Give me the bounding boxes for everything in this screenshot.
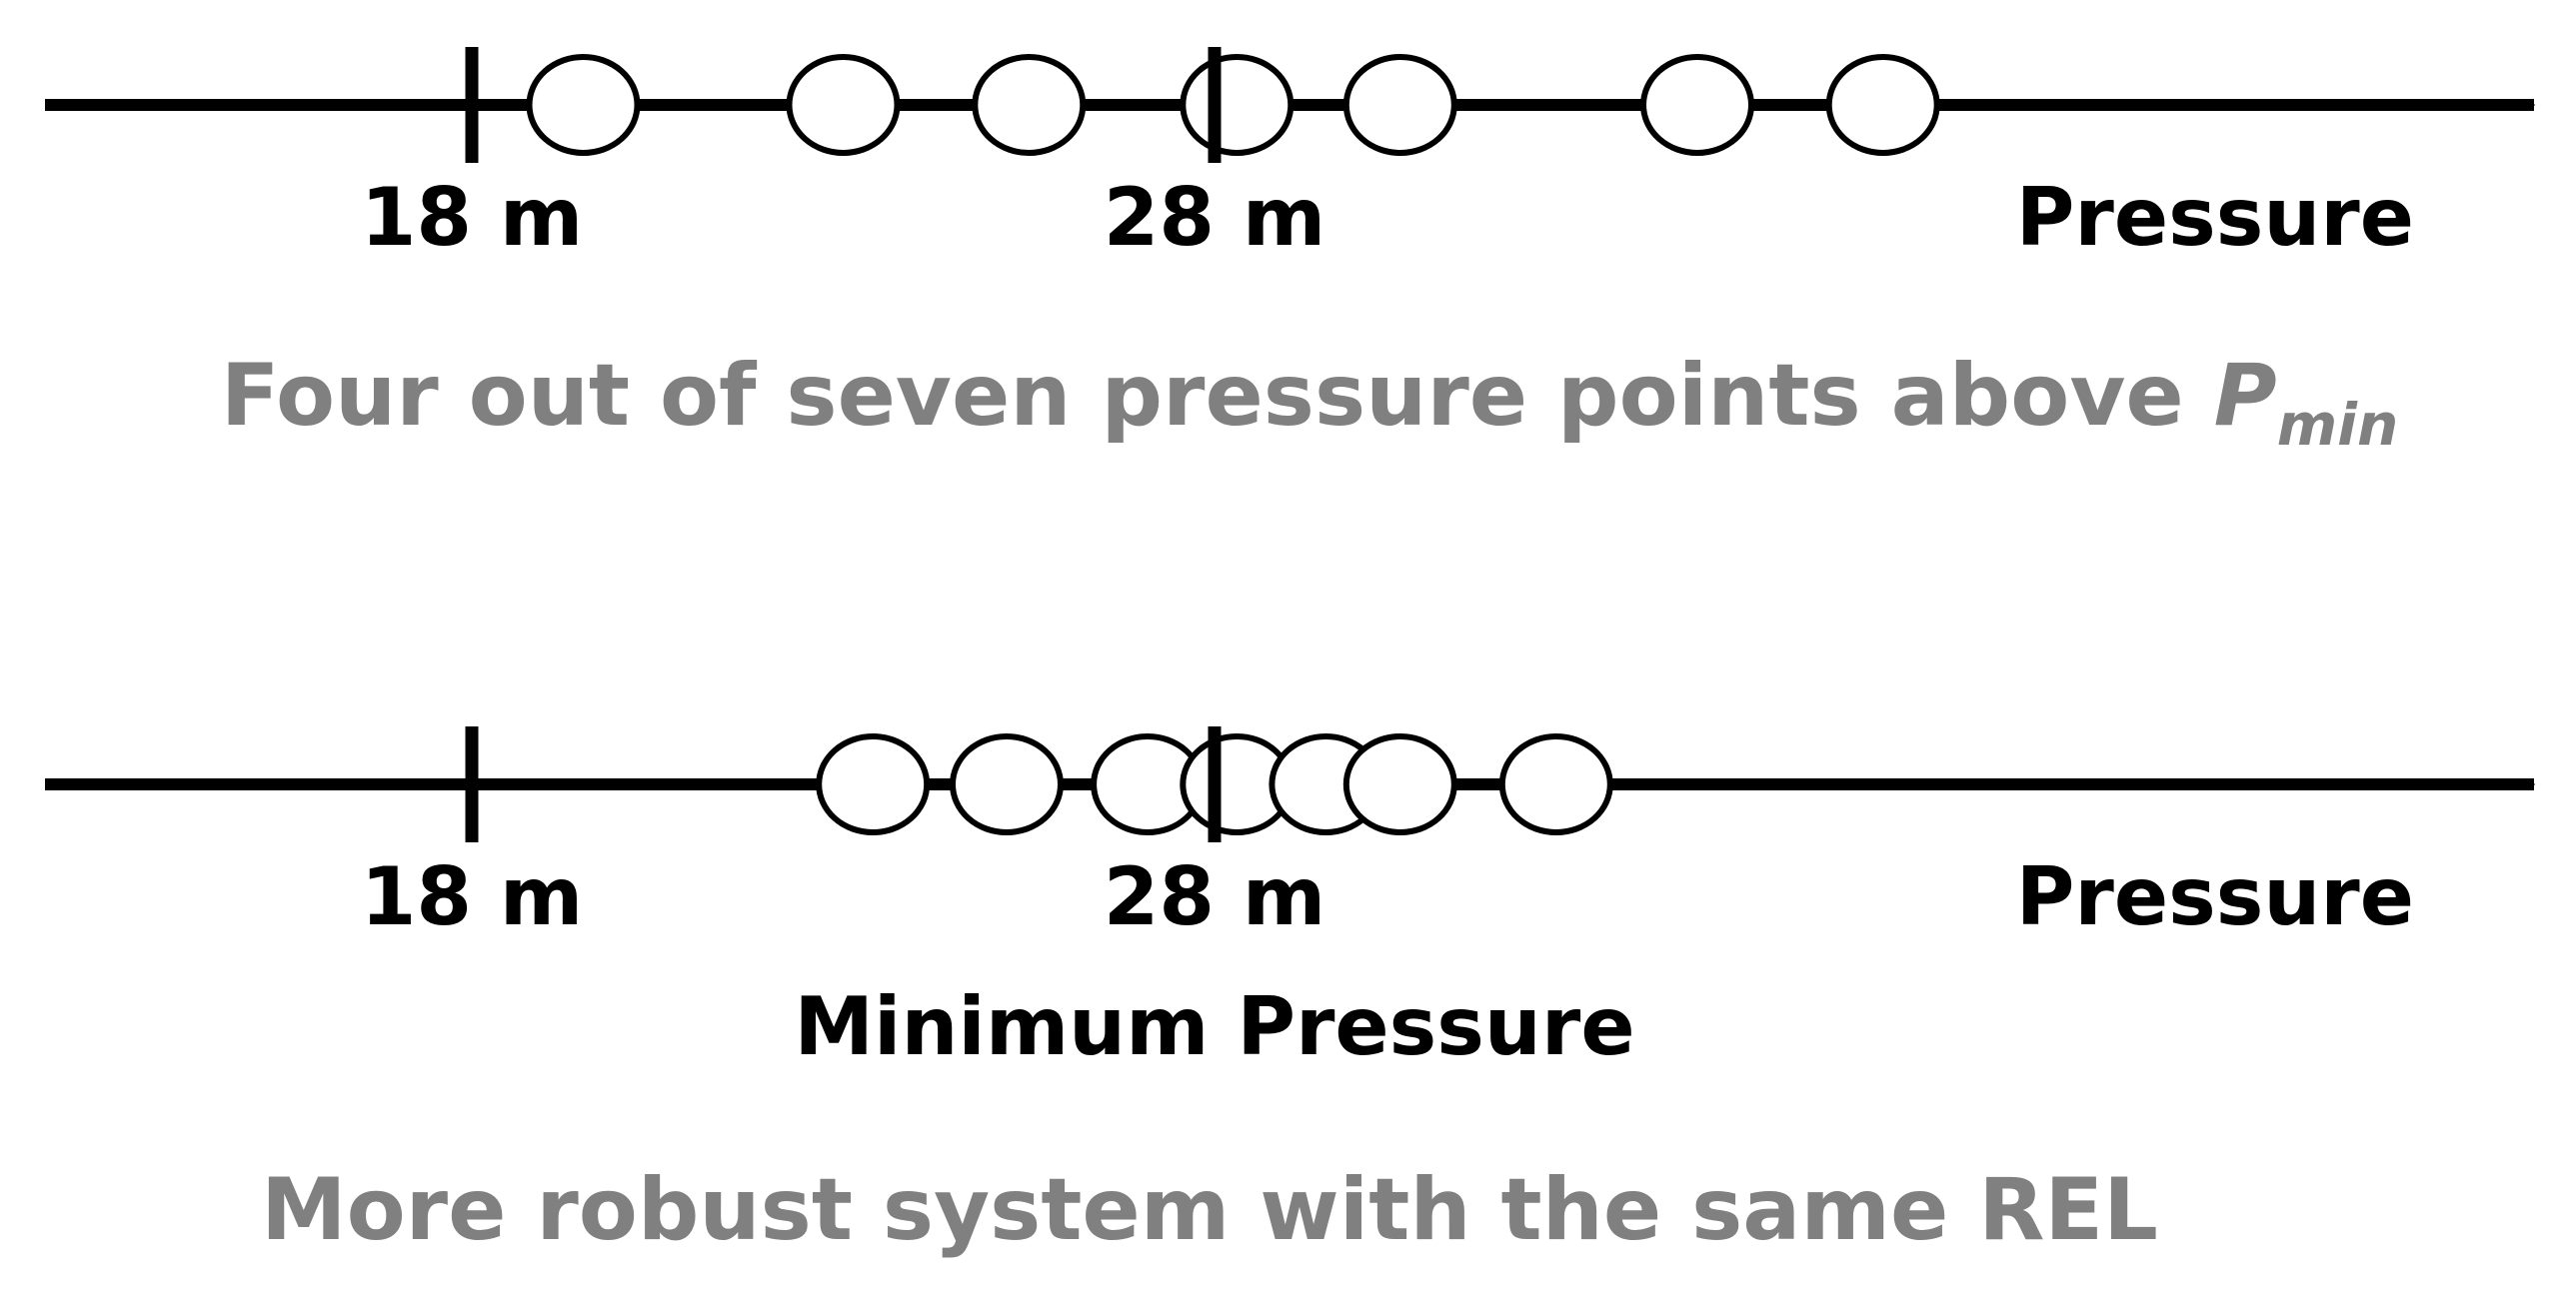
pressure-point-bottom-1 — [816, 733, 931, 835]
pressure-point-bottom-6 — [1342, 733, 1457, 835]
tick-label-28m-bottom: 28 m — [1104, 850, 1326, 943]
axis-end-label-top: Pressure — [2016, 171, 2414, 264]
axis-end-label-bottom: Pressure — [2016, 850, 2414, 943]
caption-top-subscript: min — [2277, 391, 2399, 459]
pressure-point-top-7 — [1825, 54, 1940, 156]
pressure-point-bottom-2 — [950, 733, 1064, 835]
caption-bottom: More robust system with the same REL — [261, 1160, 2158, 1260]
tick-label-18m-top: 18 m — [361, 171, 584, 264]
pressure-point-bottom-7 — [1498, 733, 1613, 835]
caption-top-text: Four out of seven pressure points above — [221, 346, 2214, 446]
panel-top: 18 m 28 m Pressure Four out of seven pre… — [45, 47, 2536, 459]
panel-bottom: 18 m 28 m Pressure Minimum Pressure More… — [45, 726, 2536, 1260]
tick-label-28m-top: 28 m — [1104, 171, 1326, 264]
pressure-point-top-6 — [1640, 54, 1754, 156]
caption-top: Four out of seven pressure points above … — [221, 346, 2399, 459]
tick-label-18m-bottom: 18 m — [361, 850, 584, 943]
ticks-bottom — [465, 726, 1222, 842]
pressure-point-top-3 — [972, 54, 1087, 156]
pressure-point-top-5 — [1342, 54, 1457, 156]
ticks-top — [465, 47, 1222, 163]
minimum-pressure-label: Minimum Pressure — [794, 980, 1634, 1073]
pressure-point-top-1 — [526, 54, 641, 156]
pressure-points-bottom — [816, 733, 1613, 835]
pressure-point-top-4 — [1180, 54, 1294, 156]
pressure-point-top-2 — [786, 54, 901, 156]
caption-top-symbol: P — [2214, 346, 2277, 446]
